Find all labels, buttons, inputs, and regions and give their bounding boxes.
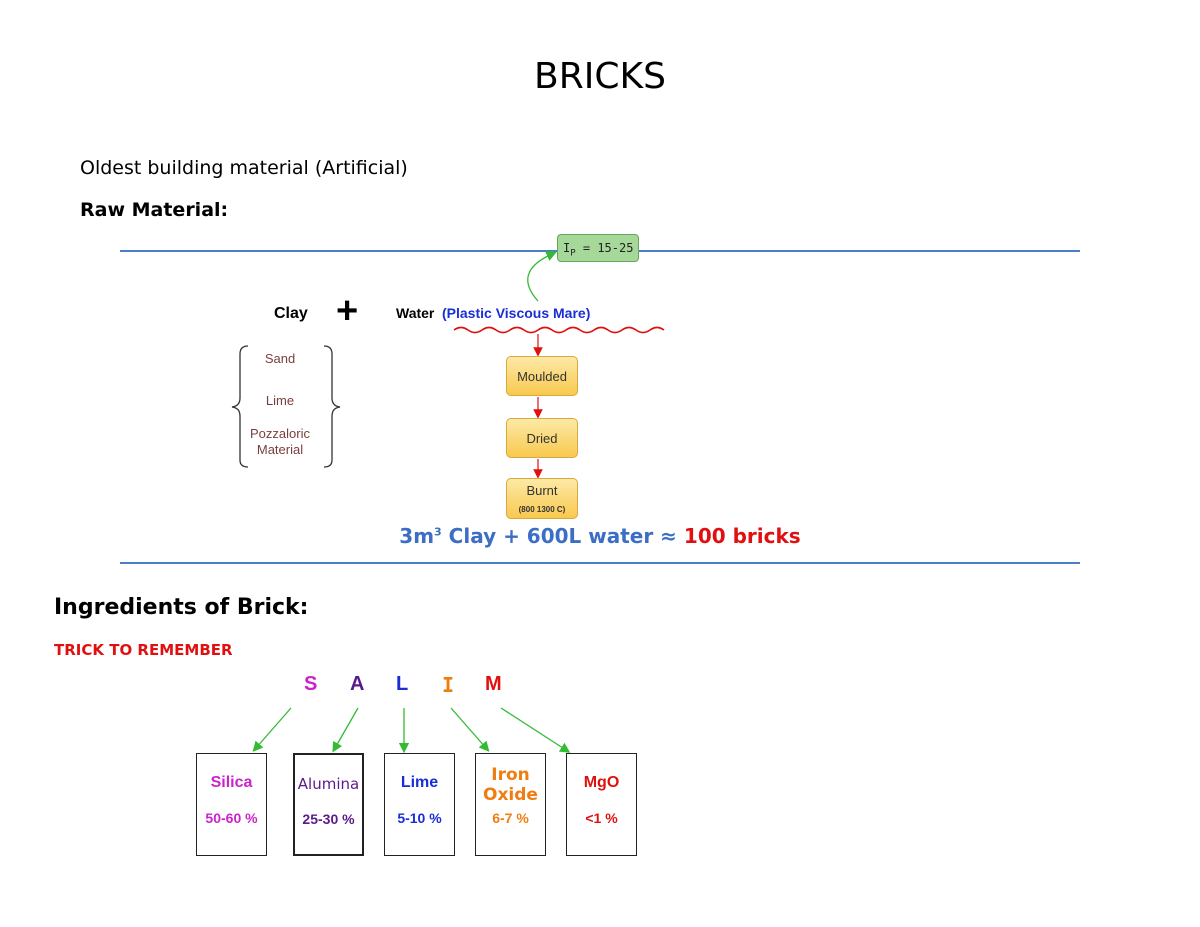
component-pozzalonic: Pozzaloric Material [225, 426, 335, 458]
ingredient-name: Lime [400, 774, 439, 791]
wavy-underline [453, 326, 665, 334]
ingredient-name-line1: Iron [491, 765, 530, 785]
ingredient-name: Iron Oxide [476, 765, 545, 805]
salim-letter-s: S [304, 673, 318, 695]
component-lime: Lime [265, 393, 295, 408]
salim-letter-i: I [442, 673, 455, 697]
arrow-s [252, 707, 292, 752]
component-pozz-line2: Material [256, 442, 304, 457]
plasticity-var: I [563, 241, 571, 255]
arrow-i [450, 707, 490, 752]
burnt-temperature: (800 1300 C) [518, 505, 566, 514]
formula-sup: 3 [434, 525, 442, 539]
bottom-divider [120, 562, 1080, 564]
ingredient-alumina: Alumina 25-30 % [293, 753, 364, 856]
salim-letter-m: M [485, 673, 502, 695]
ingredient-percent: 5-10 % [397, 810, 442, 826]
ingredient-iron-oxide: Iron Oxide 6-7 % [475, 753, 546, 856]
ingredient-mgo: MgO <1 % [566, 753, 637, 856]
brick-formula: 3m3 Clay + 600L water ≈ 100 bricks [0, 524, 1200, 548]
ingredient-silica: Silica 50-60 % [196, 753, 267, 856]
clay-label: Clay [274, 305, 308, 322]
ingredients-heading: Ingredients of Brick: [54, 595, 309, 620]
step-burnt-label: Burnt [526, 483, 558, 498]
page-title: BRICKS [534, 56, 666, 97]
plus-sign: + [336, 290, 359, 332]
formula-part1: 3m [399, 524, 435, 548]
ingredient-percent: 25-30 % [302, 811, 355, 827]
step-moulded: Moulded [506, 356, 578, 396]
ingredient-lime: Lime 5-10 % [384, 753, 455, 856]
step-dried: Dried [506, 418, 578, 458]
left-brace [231, 345, 249, 468]
plasticity-index-box: IP = 15-25 [557, 234, 639, 262]
ingredient-name: Alumina [297, 775, 360, 793]
ingredient-name-line2: Oxide [483, 785, 538, 805]
arrow-a [332, 707, 359, 753]
arrow-to-ip [527, 251, 557, 302]
ingredient-name: MgO [583, 774, 620, 791]
plasticity-sub: P [570, 248, 576, 259]
ingredient-percent: <1 % [585, 810, 618, 826]
plasticity-value: = 15-25 [575, 241, 634, 255]
formula-part2: Clay + 600L water ≈ [441, 524, 684, 548]
trick-label: TRICK TO REMEMBER [54, 641, 233, 659]
component-sand: Sand [264, 351, 296, 366]
right-brace [323, 345, 341, 468]
arrow-m [500, 707, 571, 753]
water-note: (Plastic Viscous Mare) [442, 305, 591, 321]
ingredient-percent: 6-7 % [492, 810, 529, 826]
salim-letter-l: L [396, 673, 409, 695]
ingredient-name: Silica [210, 774, 253, 791]
water-label: Water [396, 305, 435, 321]
raw-material-heading: Raw Material: [80, 199, 229, 221]
step-burnt: Burnt (800 1300 C) [506, 478, 578, 519]
component-pozz-line1: Pozzaloric [250, 426, 310, 441]
salim-letter-a: A [350, 673, 365, 695]
ingredient-percent: 50-60 % [205, 810, 258, 826]
formula-part3: 100 bricks [683, 524, 801, 548]
intro-text: Oldest building material (Artificial) [80, 157, 408, 179]
